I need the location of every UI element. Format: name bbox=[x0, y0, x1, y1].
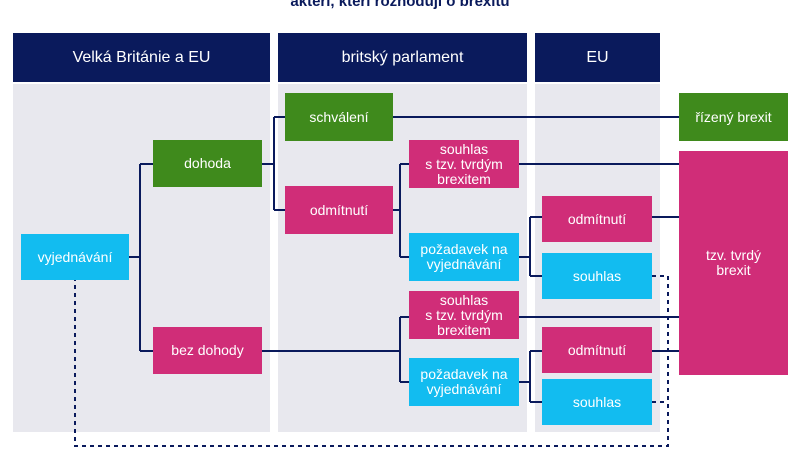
line-rejection-branch bbox=[393, 163, 409, 258]
column-header-parliament: britský parlament bbox=[278, 33, 527, 82]
node-eu-rejection-2: odmítnutí bbox=[542, 327, 652, 373]
node-no-deal: bez dohody bbox=[153, 327, 262, 374]
node-approval: schválení bbox=[285, 93, 393, 141]
node-managed-brexit: řízený brexit bbox=[679, 93, 788, 141]
node-hard-brexit: tzv. tvrdý brexit bbox=[679, 151, 788, 375]
line-negotiation-branch bbox=[129, 163, 153, 352]
node-request-negotiation-2: požadavek na vyjednávání bbox=[409, 358, 519, 406]
node-negotiation: vyjednávání bbox=[21, 234, 129, 280]
node-consent-hard-brexit-1: souhlas s tzv. tvrdým brexitem bbox=[409, 140, 519, 188]
node-consent-hard-brexit-2: souhlas s tzv. tvrdým brexitem bbox=[409, 291, 519, 339]
line-request-branch-1 bbox=[519, 216, 542, 277]
line-request-branch-2 bbox=[519, 350, 542, 403]
node-eu-consent-2: souhlas bbox=[542, 379, 652, 425]
column-header-eu: EU bbox=[535, 33, 660, 82]
line-no-deal-branch bbox=[262, 316, 409, 383]
line-deal-branch bbox=[262, 116, 285, 211]
node-eu-rejection-1: odmítnutí bbox=[542, 196, 652, 242]
node-eu-consent-1: souhlas bbox=[542, 253, 652, 299]
dashed-return-loop bbox=[74, 275, 669, 447]
node-request-negotiation-1: požadavek na vyjednávání bbox=[409, 233, 519, 281]
node-rejection: odmítnutí bbox=[285, 186, 393, 234]
diagram-title: aktéři, kteří rozhodují o brexitu bbox=[290, 0, 510, 10]
column-header-uk-eu: Velká Británie a EU bbox=[13, 33, 270, 82]
node-deal: dohoda bbox=[153, 140, 262, 187]
